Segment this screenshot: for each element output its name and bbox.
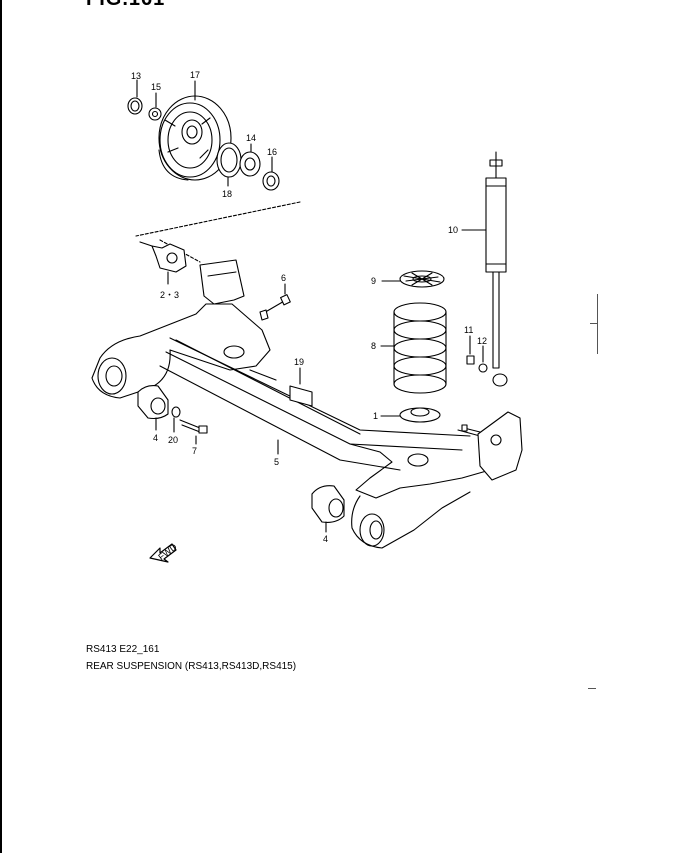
nut-11 [466,335,475,365]
bearing-14 [239,143,261,177]
bolt-7 [179,419,208,445]
margin-dash [588,688,596,689]
brake-drum-17 [158,80,232,181]
bushing-4-left [137,385,169,431]
callout-7: 7 [192,446,197,456]
edge-mark [597,294,598,354]
callout-4-left: 4 [153,433,158,443]
edge-tick [590,323,598,324]
callout-13: 13 [131,71,141,81]
front-direction-arrow [149,543,177,563]
callout-19: 19 [294,357,304,367]
spring-seat-1 [380,407,441,423]
sensor-ring-18 [216,142,242,187]
figure-title: FIG.161 [86,0,165,11]
bolt-6 [259,283,291,321]
callout-6: 6 [281,273,286,283]
washer-12 [478,345,488,373]
grease-cap-13 [127,79,143,115]
callout-1: 1 [373,411,378,421]
bushing-4-right [311,485,345,533]
callout-9: 9 [371,276,376,286]
label-plate-19 [289,367,313,407]
callout-5: 5 [274,457,279,467]
coil-spring-8 [380,302,447,394]
callout-20: 20 [168,435,178,445]
callout-15: 15 [151,82,161,92]
seal-16 [262,156,280,191]
spring-seat-9 [381,270,445,288]
callout-2-3: 2・3 [160,290,179,300]
callout-14: 14 [246,133,256,143]
callout-4-right: 4 [323,534,328,544]
nut-15 [148,92,162,121]
diagram-code: RS413 E22_161 [86,644,160,655]
callout-12: 12 [477,336,487,346]
diagram-caption: REAR SUSPENSION (RS413,RS413D,RS415) [86,661,297,672]
page-left-border [0,0,2,853]
shock-absorber-10 [461,151,508,387]
callout-18: 18 [222,189,232,199]
spindle-2-3 [139,241,187,285]
rear-axle-beam-5 [91,259,523,549]
front-arrow-text: FWD [156,541,179,562]
callout-16: 16 [267,147,277,157]
callout-10: 10 [448,225,458,235]
callout-17: 17 [190,70,200,80]
washer-20 [171,406,181,433]
callout-11: 11 [464,325,473,335]
upper-bolt [461,424,481,433]
callout-8: 8 [371,341,376,351]
